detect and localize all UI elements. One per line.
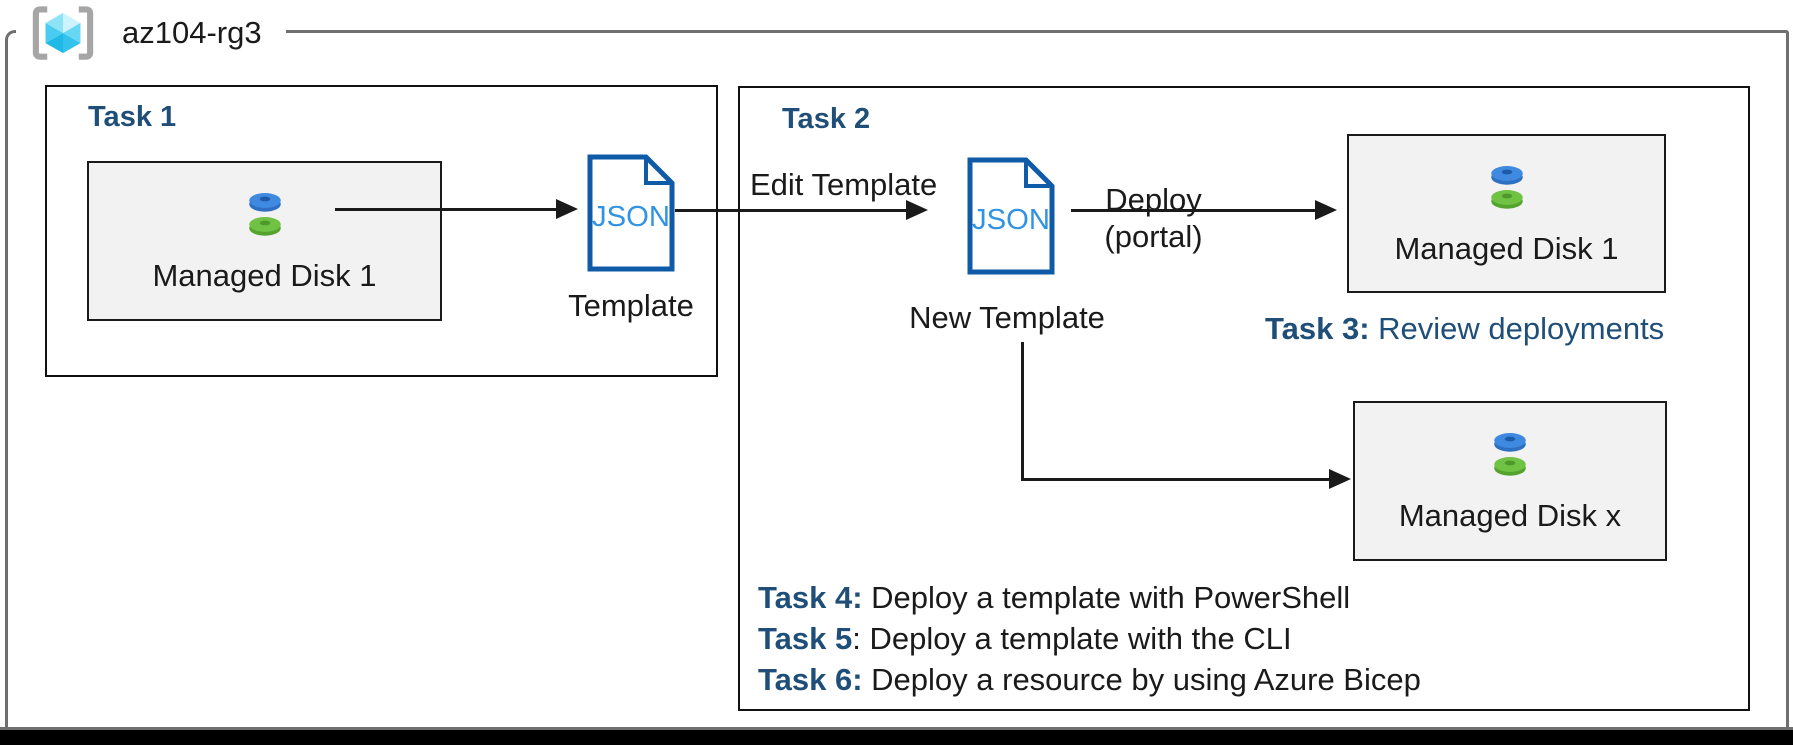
resource-group-icon (32, 6, 94, 60)
task3-caption: Task 3: Review deployments (1265, 311, 1664, 347)
json-file-icon-template: JSON (587, 154, 675, 272)
bracket-left (32, 6, 48, 60)
task2-title: Task 2 (782, 103, 871, 135)
managed-disk-x-label: Managed Disk x (1398, 498, 1622, 533)
cube-icon (45, 12, 81, 54)
arrow-head-deploy (1315, 200, 1337, 220)
footer-task-5: Task 5: Deploy a template with the CLI (758, 618, 1421, 659)
task5-label: Task 5 (758, 621, 853, 656)
arrow-line-newtemplate-down (1021, 342, 1024, 481)
edit-template-label: Edit Template (750, 167, 938, 202)
footer-task-6: Task 6: Deploy a resource by using Azure… (758, 659, 1421, 700)
deploy-label-line2: (portal) (1104, 219, 1203, 254)
task5-text: : Deploy a template with the CLI (852, 621, 1292, 656)
deploy-label-line1: Deploy (1105, 182, 1202, 217)
managed-disk-x-box: Managed Disk x (1353, 401, 1667, 561)
bracket-right (78, 6, 94, 60)
footer-task-list: Task 4: Deploy a template with PowerShel… (758, 577, 1421, 700)
arrow-head-to-disk-x (1329, 469, 1351, 489)
deploy-portal-label: Deploy (portal) (1071, 181, 1236, 255)
managed-disk-1-box-task1: Managed Disk 1 (87, 161, 442, 321)
task6-text: Deploy a resource by using Azure Bicep (862, 662, 1421, 697)
json-letters: JSON (972, 204, 1050, 236)
managed-disk-1-box-task2: Managed Disk 1 (1347, 134, 1666, 293)
arrow-line-disk-to-template (335, 208, 557, 211)
bottom-edge-line (0, 727, 1793, 730)
task3-text: Review deployments (1369, 311, 1665, 346)
arrow-line-deploy (1071, 209, 1315, 212)
resource-group-name: az104-rg3 (122, 15, 262, 50)
task1-title: Task 1 (88, 101, 177, 133)
task3-label: Task 3: (1265, 311, 1370, 346)
task4-text: Deploy a template with PowerShell (862, 580, 1351, 615)
arrow-line-edit-template (675, 209, 906, 212)
json-letters: JSON (592, 201, 670, 233)
arrow-head-disk-to-template (556, 199, 578, 219)
resource-group-label-mask (16, 25, 286, 37)
resource-group-border (5, 30, 1789, 727)
task4-label: Task 4: (758, 580, 863, 615)
footer-task-4: Task 4: Deploy a template with PowerShel… (758, 577, 1421, 618)
managed-disk-1-label: Managed Disk 1 (1394, 230, 1619, 266)
task6-label: Task 6: (758, 662, 863, 697)
json-file-icon-new-template: JSON (967, 157, 1055, 275)
bottom-black-bar (0, 730, 1793, 745)
arrow-head-edit-template (906, 200, 928, 220)
managed-disk-icon (248, 193, 281, 236)
managed-disk-icon (1494, 433, 1526, 476)
arrow-line-newtemplate-right (1021, 478, 1329, 481)
managed-disk-1-label: Managed Disk 1 (152, 258, 377, 293)
managed-disk-icon (1490, 165, 1523, 209)
new-template-caption: New Template (909, 300, 1105, 335)
template-caption: Template (568, 288, 694, 323)
